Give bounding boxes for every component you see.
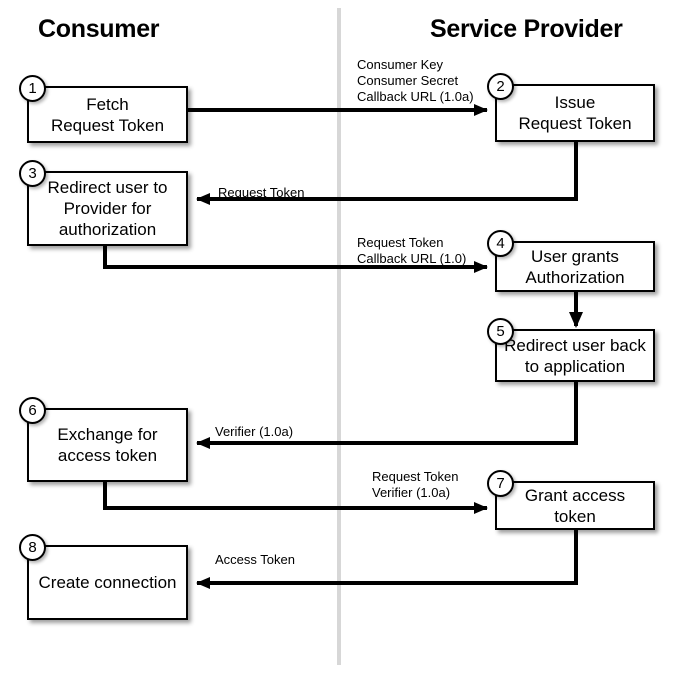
edge-label-1-to-2: Consumer Key Consumer Secret Callback UR… [357, 57, 474, 104]
node-5-label: Redirect user back to application [504, 335, 646, 376]
node-2[interactable]: Issue Request Token [495, 84, 655, 142]
column-title-service-provider: Service Provider [430, 15, 623, 43]
node-4-label: User grants Authorization [525, 246, 625, 287]
node-5[interactable]: Redirect user back to application [495, 329, 655, 382]
node-6-label: Exchange for access token [57, 425, 158, 465]
node-5-badge: 5 [487, 318, 514, 345]
node-6[interactable]: Exchange for access token [27, 408, 188, 482]
node-7-badge: 7 [487, 470, 514, 497]
node-2-badge: 2 [487, 73, 514, 100]
node-7-label: Grant access token [524, 485, 626, 526]
node-1-badge: 1 [19, 75, 46, 102]
node-8[interactable]: Create connection [27, 545, 188, 620]
edge-label-5-to-6: Verifier (1.0a) [215, 424, 294, 439]
node-1[interactable]: Fetch Request Token [27, 86, 188, 143]
node-4[interactable]: User grants Authorization [495, 241, 655, 292]
node-4-badge: 4 [487, 230, 514, 257]
node-3-label: Redirect user to Provider for authorizat… [47, 178, 168, 239]
column-divider [337, 8, 341, 665]
node-7[interactable]: Grant access token [495, 481, 655, 530]
node-6-badge: 6 [19, 397, 46, 424]
node-2-label: Issue Request Token [518, 93, 632, 133]
column-title-consumer: Consumer [38, 15, 160, 43]
node-3[interactable]: Redirect user to Provider for authorizat… [27, 171, 188, 246]
node-1-label: Fetch Request Token [50, 94, 165, 135]
node-8-badge: 8 [19, 534, 46, 561]
node-3-badge: 3 [19, 160, 46, 187]
edge-label-2-to-3: Request Token [218, 185, 305, 200]
edge-label-7-to-8: Access Token [215, 552, 295, 567]
edge-label-6-to-7: Request Token Verifier (1.0a) [372, 469, 459, 500]
node-8-label: Create connection [38, 573, 177, 592]
edge-label-3-to-4: Request Token Callback URL (1.0) [357, 235, 467, 266]
